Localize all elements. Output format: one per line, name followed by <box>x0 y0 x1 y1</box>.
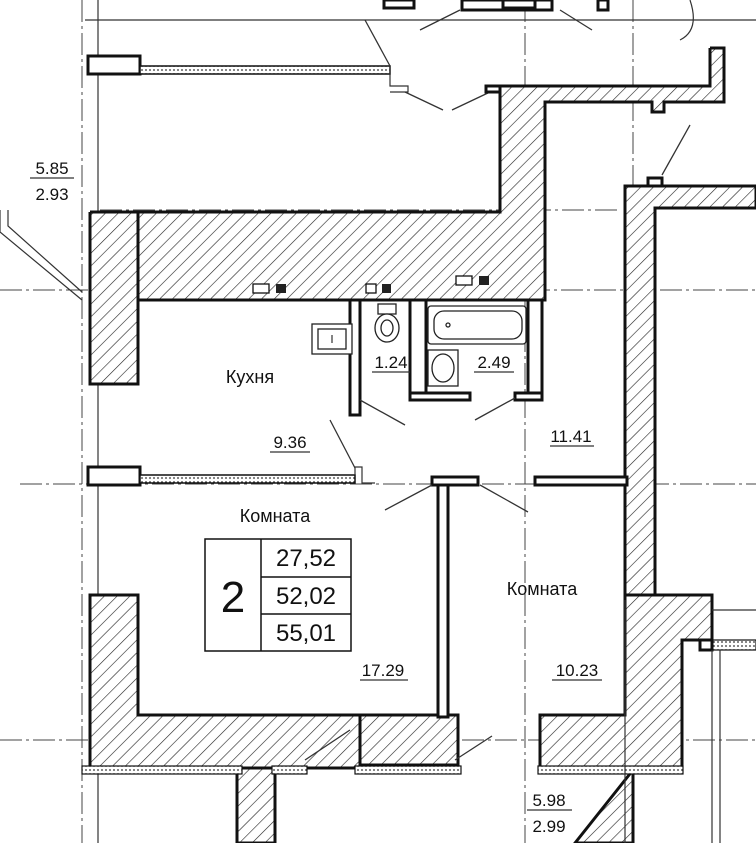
washbasin-icon <box>427 349 459 387</box>
room-left-label: Комната <box>240 506 311 526</box>
room-right-area: 10.23 <box>556 661 599 680</box>
balcony-bottom-reduced: 2.99 <box>532 817 565 836</box>
bath-area: 2.49 <box>477 353 510 372</box>
room-right-label: Комната <box>507 579 578 599</box>
apartment-summary-box: 2 27,52 52,02 55,01 <box>204 538 352 652</box>
hall-area: 11.41 <box>550 427 591 446</box>
living-area: 27,52 <box>276 545 336 572</box>
door-swings <box>304 397 529 761</box>
right-extras <box>624 600 756 843</box>
balcony-top-reduced: 2.93 <box>35 185 68 204</box>
room-left-area: 17.29 <box>362 661 405 680</box>
kitchen-label: Кухня <box>226 367 274 387</box>
total-area: 52,02 <box>276 583 336 610</box>
balcony-top-area: 5.85 <box>35 159 68 178</box>
rooms-count: 2 <box>221 573 245 622</box>
apartment-walls <box>81 184 756 843</box>
bathtub-icon <box>427 305 527 345</box>
balcony-top <box>0 177 83 301</box>
balcony-bottom-area: 5.98 <box>532 791 565 810</box>
toilet-icon <box>374 303 400 343</box>
total-area-with-balcony: 55,01 <box>276 620 336 647</box>
upper-walls <box>86 0 726 386</box>
wc-area: 1.24 <box>374 353 407 372</box>
kitchen-area: 9.36 <box>273 433 306 452</box>
sanitary-fixtures <box>252 275 527 387</box>
